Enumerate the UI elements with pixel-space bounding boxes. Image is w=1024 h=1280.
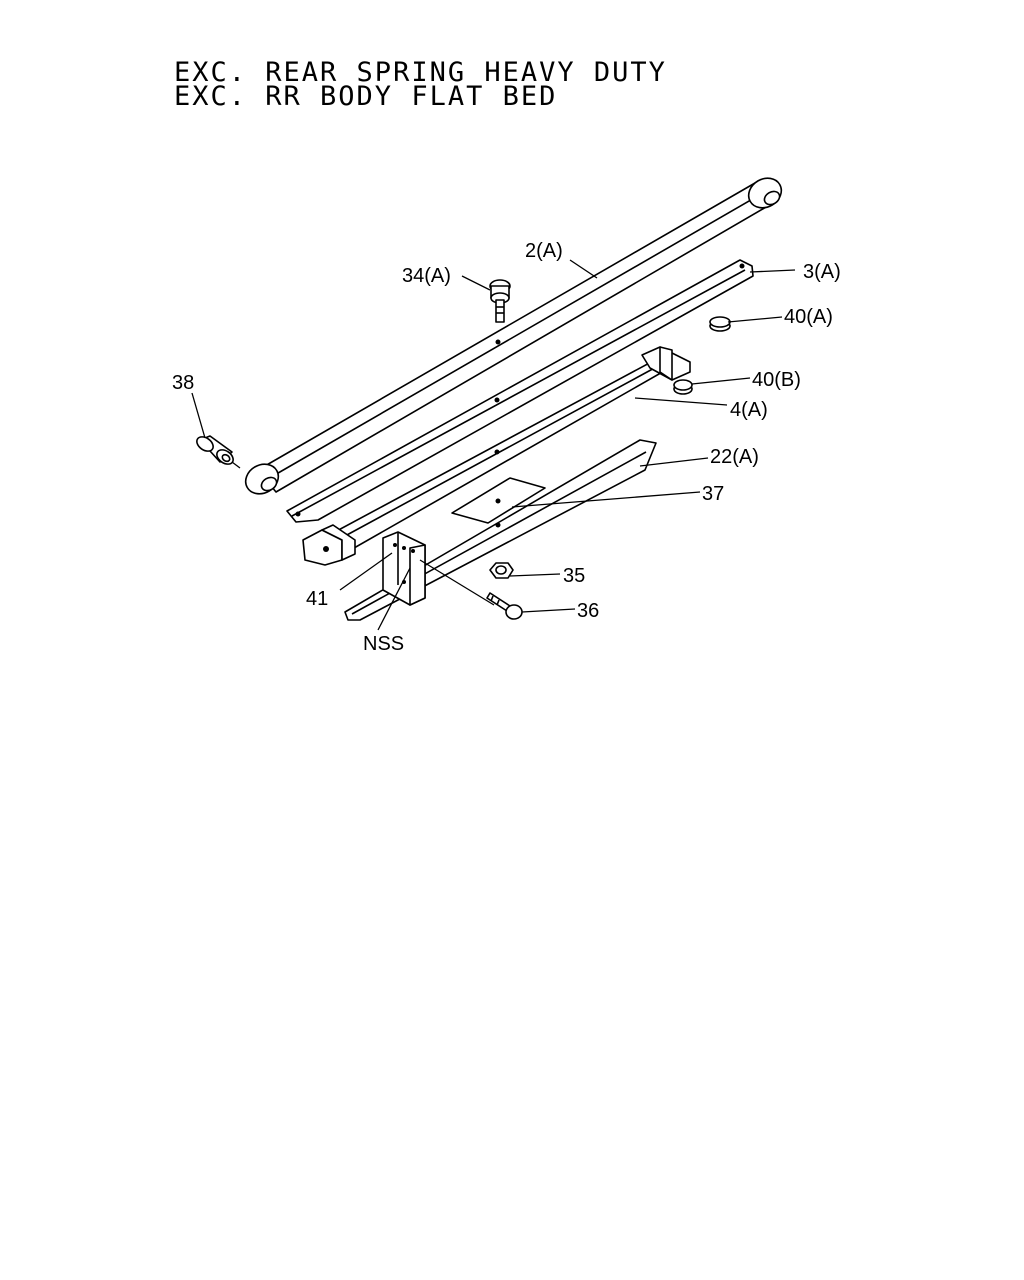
bushing-38	[196, 435, 241, 469]
callout-35: 35	[563, 565, 585, 587]
callout-40b: 40(B)	[752, 369, 801, 391]
leader-41	[339, 552, 393, 591]
pad-40b	[673, 379, 693, 395]
header-line-2: EXC. RR BODY FLAT BED	[174, 81, 557, 112]
pad-40a	[709, 316, 731, 332]
leader-34a	[461, 275, 491, 291]
leader-40b	[691, 377, 751, 385]
callout-36: 36	[577, 600, 599, 622]
callout-nss: NSS	[363, 633, 404, 655]
callout-38: 38	[172, 372, 194, 394]
bracket-41	[382, 531, 426, 606]
leader-35	[509, 573, 561, 577]
leader-4a	[634, 397, 728, 406]
callout-40a: 40(A)	[784, 306, 833, 328]
main-leaf-2a	[244, 177, 783, 495]
callout-37: 37	[702, 483, 724, 505]
callout-41: 41	[306, 588, 328, 610]
bolt-34a	[489, 279, 511, 323]
leader-22a	[639, 457, 709, 467]
leader-bolt-center	[419, 559, 495, 606]
leader-nss	[377, 567, 411, 631]
callout-4a: 4(A)	[730, 399, 768, 421]
leader-36	[521, 608, 576, 613]
callout-3a: 3(A)	[803, 261, 841, 283]
leader-2a	[569, 259, 598, 279]
pad-37	[451, 477, 546, 524]
header-line-1: EXC. REAR SPRING HEAVY DUTY	[174, 57, 667, 88]
leader-lines	[191, 259, 796, 631]
callout-34a: 34(A)	[402, 265, 451, 287]
callout-22a: 22(A)	[710, 446, 759, 468]
nut-35	[489, 562, 514, 579]
leader-37	[511, 491, 701, 508]
bolt-36	[486, 592, 523, 620]
leader-40a	[727, 316, 783, 323]
leaf-4a	[302, 346, 691, 566]
leader-38	[191, 392, 206, 439]
callout-2a: 2(A)	[525, 240, 563, 262]
leaf-3a	[286, 259, 754, 523]
leader-3a	[749, 269, 796, 273]
